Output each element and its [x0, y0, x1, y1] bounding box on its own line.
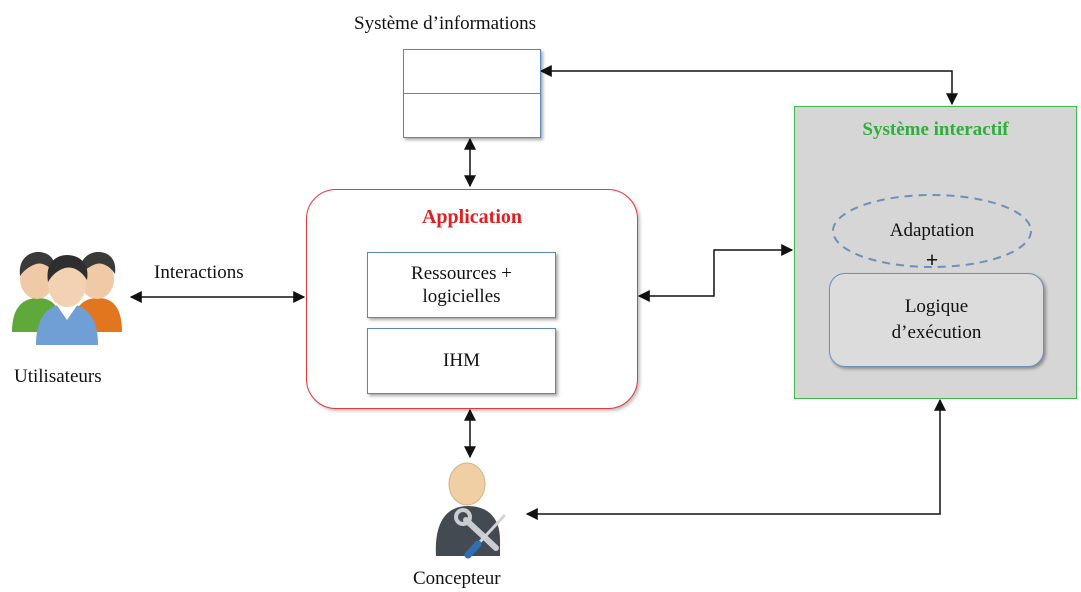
users-label: Utilisateurs — [14, 366, 102, 387]
software-resources-box: Ressources + logicielles — [367, 252, 556, 318]
designer-label: Concepteur — [413, 568, 501, 589]
arrow-application-to-interactive — [637, 244, 794, 302]
adaptation-label: Adaptation — [889, 220, 975, 241]
info-system-label: Système d’informations — [354, 13, 537, 34]
info-system-row — [404, 93, 540, 137]
execution-logic-line2: d’exécution — [891, 322, 982, 343]
info-system-box — [403, 49, 541, 138]
hci-box: IHM — [367, 328, 556, 394]
execution-logic-line1: Logique — [904, 296, 969, 317]
interactive-system-title: Système interactif — [862, 119, 1009, 140]
application-title: Application — [421, 206, 523, 228]
software-resources-line1: Ressources + — [411, 263, 512, 284]
arrow-designer-to-interactive — [525, 398, 946, 520]
arrow-info-to-interactive — [539, 65, 958, 106]
application-box: Application Ressources + logicielles IHM — [306, 189, 638, 409]
execution-logic-box: Logique d’exécution — [829, 273, 1044, 367]
software-resources-line2: logicielles — [422, 286, 501, 307]
plus-sign: + — [925, 247, 939, 272]
interactive-system-box: Système interactif Logique d’exécution — [794, 106, 1077, 399]
interactions-label: Interactions — [154, 262, 244, 283]
